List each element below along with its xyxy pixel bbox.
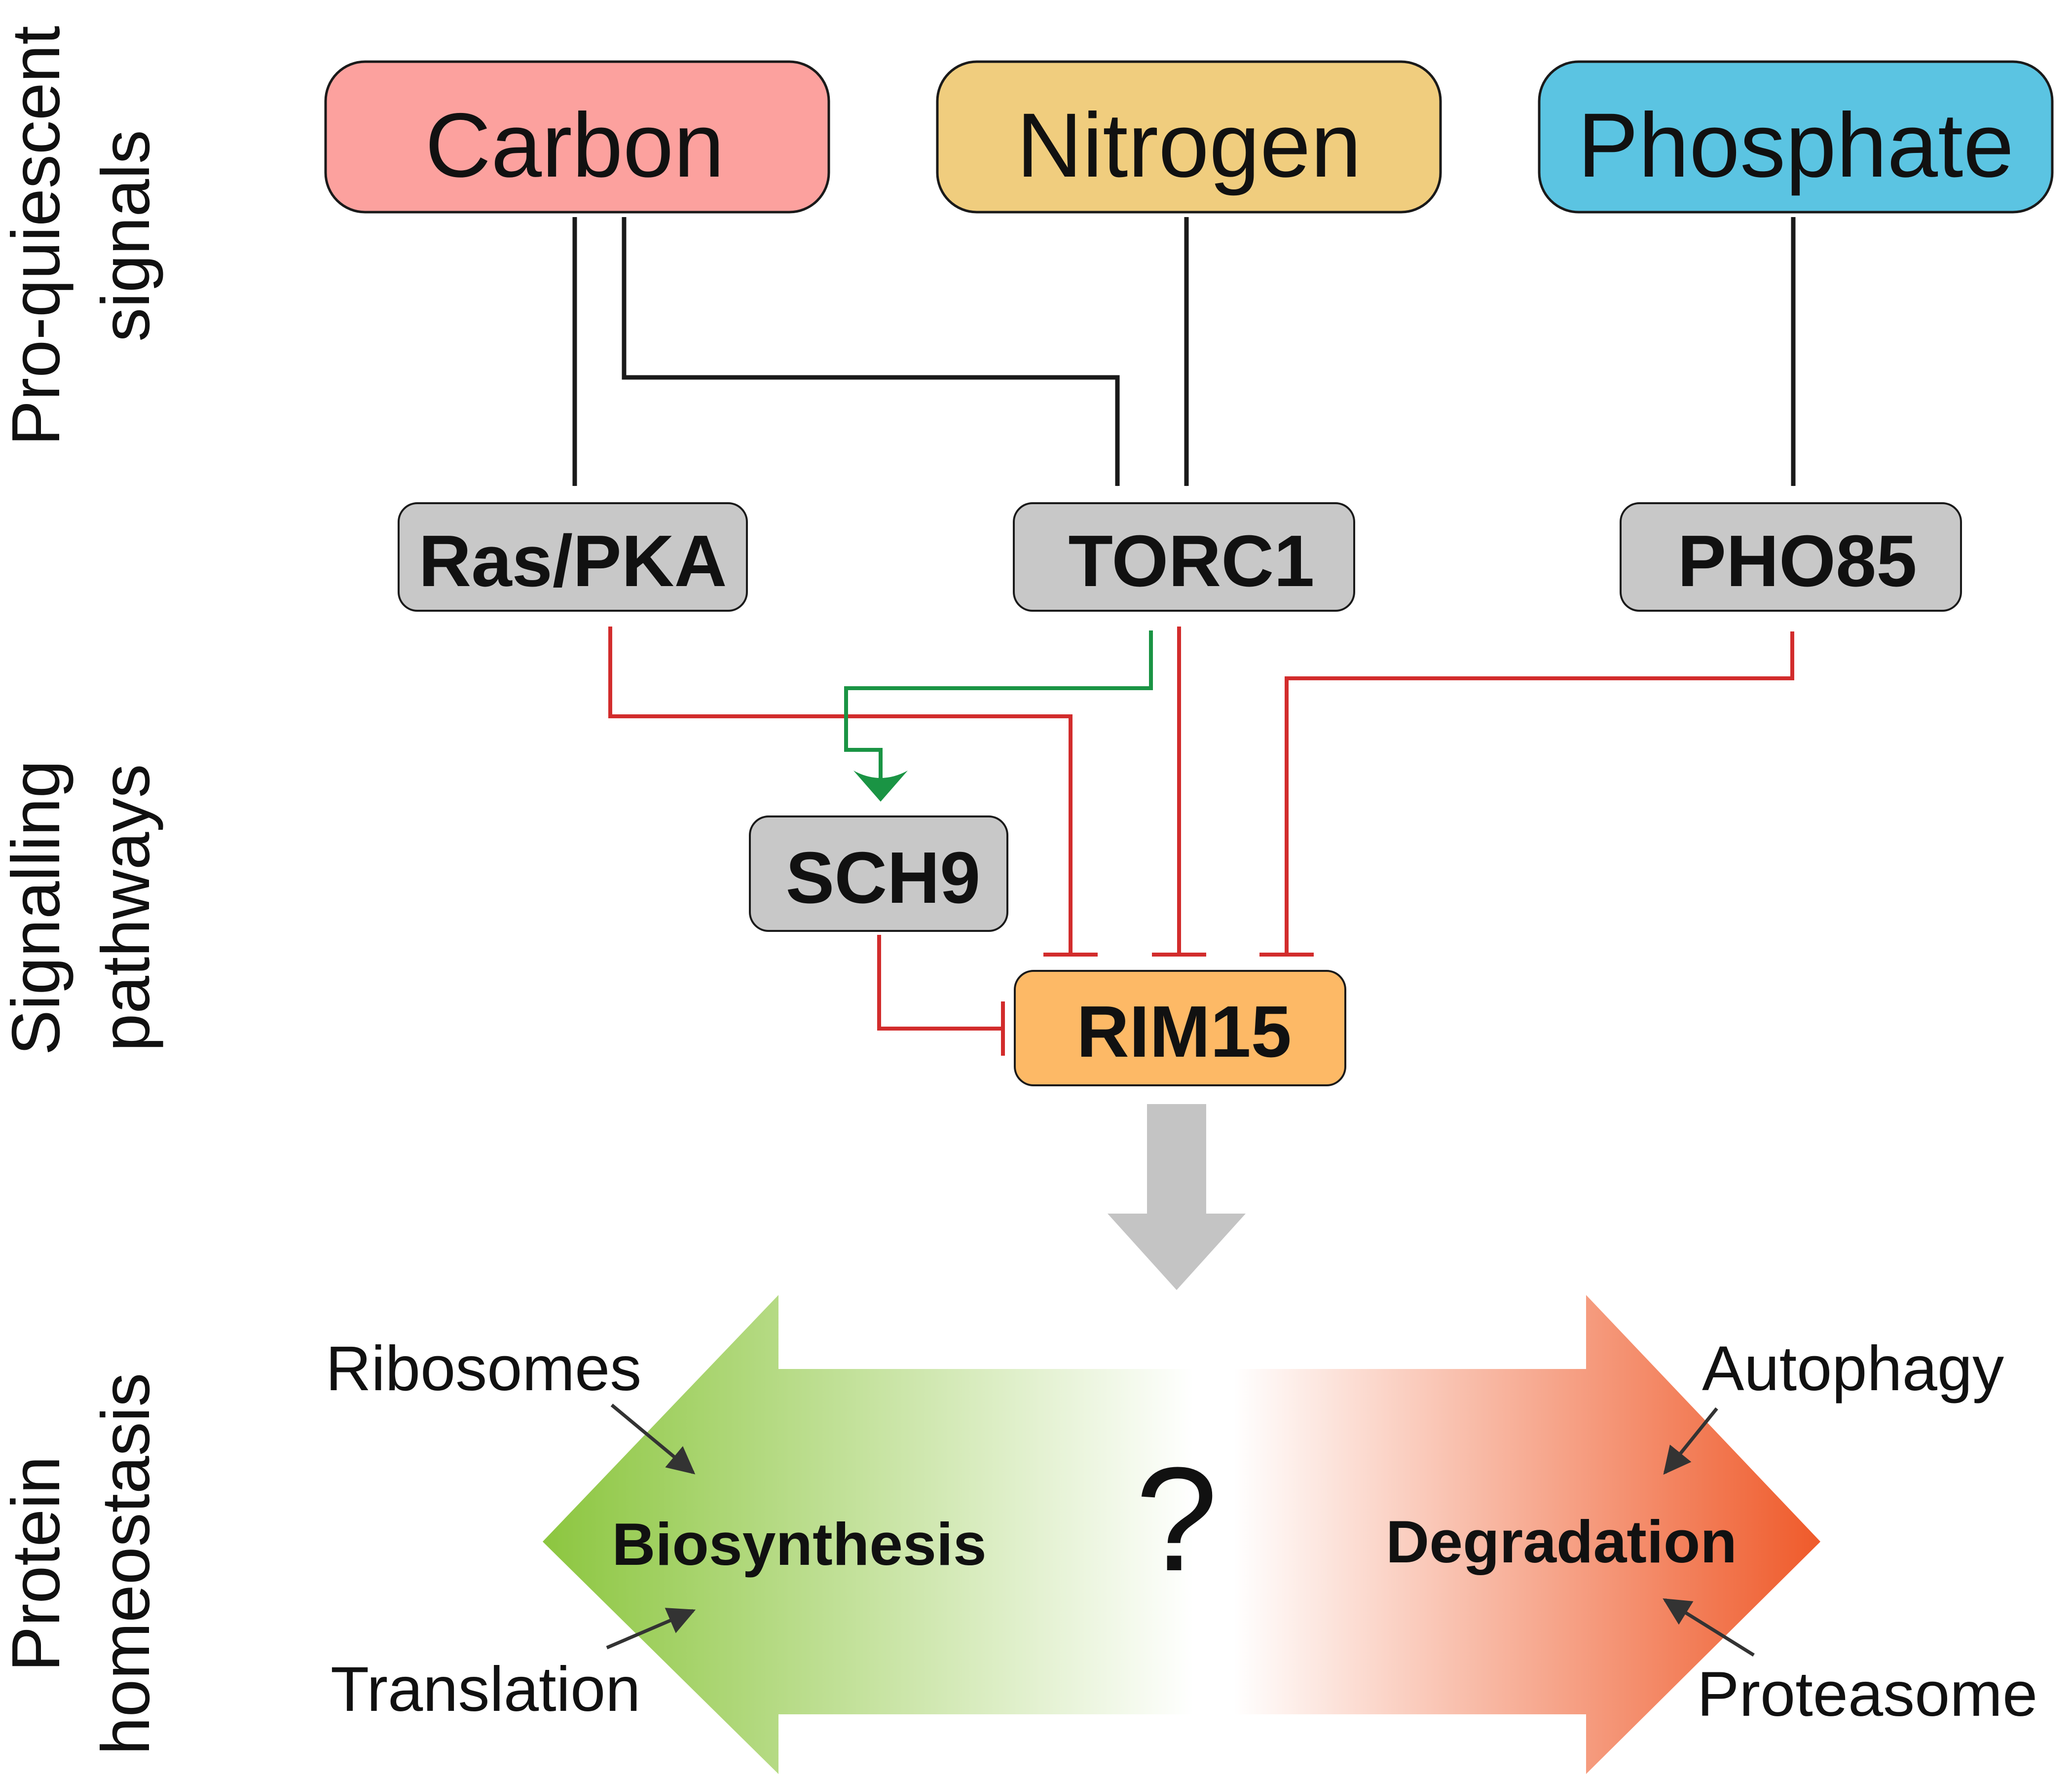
arrow-torc1-to-sch9 bbox=[844, 630, 1153, 787]
inhibit-pho85-to-rim15 bbox=[1285, 631, 1794, 955]
pathway-pho85-label: PHO85 bbox=[1677, 520, 1917, 602]
signal-nitrogen: Nitrogen bbox=[936, 60, 1442, 214]
side-label-protein: Protein homeostasis bbox=[0, 1373, 164, 1755]
pathway-ras-pka-label: Ras/PKA bbox=[418, 520, 727, 602]
inhibit-sch9-to-rim15 bbox=[877, 935, 1003, 1031]
side-label-signalling: Signalling pathways bbox=[0, 760, 164, 1055]
pathway-rim15-label: RIM15 bbox=[1076, 991, 1292, 1072]
biosynthesis-arrow bbox=[543, 1295, 1194, 1774]
signal-carbon: Carbon bbox=[324, 60, 830, 214]
pathway-rim15: RIM15 bbox=[1014, 970, 1346, 1086]
signal-nitrogen-box bbox=[936, 60, 1442, 214]
signal-phosphate: Phosphate bbox=[1538, 60, 2054, 214]
homeostasis-arrow: Biosynthesis Degradation ? bbox=[543, 1295, 1820, 1774]
arrow-proteasome bbox=[1663, 1598, 1755, 1657]
side-label-signalling-line2: pathways bbox=[88, 764, 164, 1052]
activation-torc1-to-sch9 bbox=[844, 630, 1153, 802]
side-label-protein-line1: Protein bbox=[0, 1456, 74, 1671]
degradation-arrow bbox=[1233, 1295, 1820, 1774]
question-mark: ? bbox=[1136, 1436, 1218, 1602]
signal-carbon-label: Carbon bbox=[425, 95, 725, 196]
side-label-pro-quiescent: Pro-quiescent signals bbox=[0, 26, 164, 445]
pathway-sch9-label: SCH9 bbox=[786, 837, 981, 919]
inhibition-lines bbox=[608, 627, 1794, 1056]
signal-carbon-box bbox=[324, 60, 830, 214]
side-label-signalling-line1: Signalling bbox=[0, 760, 74, 1055]
degradation-label: Degradation bbox=[1386, 1508, 1737, 1575]
activation-arrows bbox=[572, 217, 1796, 486]
arrow-translation bbox=[606, 1608, 696, 1650]
pathway-pho85-box bbox=[1620, 502, 1962, 612]
arrow-torc1-to-sch9-head bbox=[853, 771, 908, 802]
contributor-ribosomes: Ribosomes bbox=[326, 1333, 641, 1404]
signal-phosphate-box bbox=[1538, 60, 2054, 214]
arrow-autophagy bbox=[1663, 1407, 1718, 1475]
pathway-ras-pka-box bbox=[398, 502, 748, 612]
arrow-ribosomes bbox=[610, 1404, 696, 1475]
biosynthesis-label: Biosynthesis bbox=[612, 1511, 986, 1578]
arrow-carbon-to-torc1 bbox=[622, 217, 1120, 486]
pathway-torc1: TORC1 bbox=[1013, 502, 1355, 612]
side-label-pro-quiescent-line1: Pro-quiescent bbox=[0, 26, 74, 445]
contributors: Ribosomes Translation Autophagy Proteaso… bbox=[326, 1333, 2037, 1730]
inhibit-ras-pka-to-rim15 bbox=[608, 627, 1073, 955]
signal-phosphate-label: Phosphate bbox=[1578, 95, 2014, 196]
pathway-ras-pka: Ras/PKA bbox=[398, 502, 748, 612]
pathway-pho85: PHO85 bbox=[1620, 502, 1962, 612]
pathway-torc1-box bbox=[1013, 502, 1355, 612]
side-label-protein-line2: homeostasis bbox=[88, 1373, 164, 1755]
down-arrow bbox=[1108, 1104, 1246, 1290]
signal-nitrogen-label: Nitrogen bbox=[1016, 95, 1361, 196]
pathway-torc1-label: TORC1 bbox=[1069, 520, 1315, 602]
pathway-rim15-box bbox=[1014, 970, 1346, 1086]
contributor-autophagy: Autophagy bbox=[1702, 1333, 2004, 1404]
pathway-sch9-box bbox=[749, 815, 1008, 932]
contributor-proteasome: Proteasome bbox=[1697, 1659, 2037, 1730]
contributor-translation: Translation bbox=[331, 1654, 640, 1725]
side-label-pro-quiescent-line2: signals bbox=[88, 130, 164, 342]
pathway-sch9: SCH9 bbox=[749, 815, 1008, 932]
